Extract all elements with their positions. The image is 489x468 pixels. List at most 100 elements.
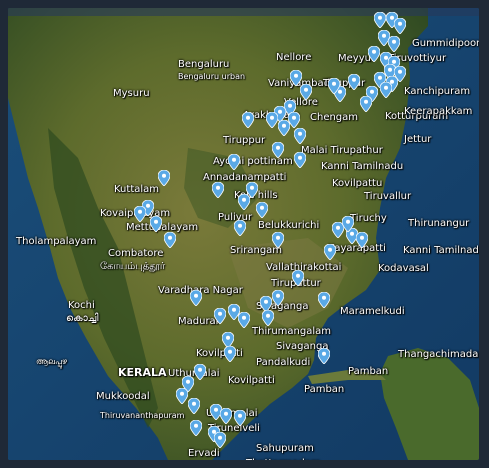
map-pin-icon[interactable]: [212, 182, 224, 198]
map-pin-icon[interactable]: [266, 112, 278, 128]
place-label: Kovilpatti: [196, 348, 243, 359]
map-pin-icon[interactable]: [294, 152, 306, 168]
map-pin-icon[interactable]: [228, 154, 240, 170]
map-pin-icon[interactable]: [294, 128, 306, 144]
place-label: Tirunelveli: [208, 423, 260, 434]
map-pin-icon[interactable]: [288, 112, 300, 128]
place-label: Tiruchy: [350, 213, 387, 224]
place-label: Pandalkudi: [256, 357, 311, 368]
place-label: Kayarapatti: [328, 243, 386, 254]
map-pin-icon[interactable]: [290, 70, 302, 86]
place-label: Malai Tirupathur: [301, 145, 383, 156]
map-pin-icon[interactable]: [214, 308, 226, 324]
place-label: Tiruvallur: [364, 191, 412, 202]
place-label: Mysuru: [113, 88, 150, 99]
place-label: Srirangam: [230, 245, 283, 256]
map-pin-icon[interactable]: [176, 388, 188, 404]
map-pin-icon[interactable]: [210, 404, 222, 420]
map-pin-icon[interactable]: [356, 232, 368, 248]
place-label: Vallathirakottai: [266, 262, 342, 273]
map-pin-icon[interactable]: [194, 364, 206, 380]
place-label: Mettupalayam: [126, 222, 199, 233]
map-pin-icon[interactable]: [318, 292, 330, 308]
map-pin-icon[interactable]: [342, 216, 354, 232]
place-label: Kanni Tamilnadu: [321, 161, 404, 172]
map-pin-icon[interactable]: [278, 120, 290, 136]
map-pin-icon[interactable]: [260, 296, 272, 312]
map-pin-icon[interactable]: [360, 96, 372, 112]
map-pin-icon[interactable]: [134, 206, 146, 222]
place-label: Thattarmadam: [246, 458, 321, 460]
map-pin-icon[interactable]: [224, 346, 236, 362]
place-label: Varadhara Nagar: [158, 285, 243, 296]
place-label: കൊച്ചി: [66, 313, 99, 324]
place-label: Tiruppur: [223, 135, 266, 146]
map-pin-icon[interactable]: [188, 398, 200, 414]
map-pin-icon[interactable]: [346, 228, 358, 244]
western-ghats: [48, 128, 158, 428]
map-pin-icon[interactable]: [374, 12, 386, 28]
place-label: Kolli hills: [234, 190, 278, 201]
place-label: KERALA: [118, 366, 167, 379]
place-label: Bengaluru urban: [178, 72, 246, 81]
map-pin-icon[interactable]: [388, 36, 400, 52]
place-label: Meyyur: [338, 53, 376, 64]
place-label: Uthumalai: [168, 368, 220, 379]
place-label: Pamban: [304, 384, 345, 395]
map-pin-icon[interactable]: [190, 290, 202, 306]
map-pin-icon[interactable]: [300, 84, 312, 100]
map-pin-icon[interactable]: [272, 290, 284, 306]
map-pin-icon[interactable]: [228, 304, 240, 320]
map-pin-icon[interactable]: [214, 432, 226, 448]
place-label: Kanni Tamilnadu: [403, 245, 479, 256]
map-pin-icon[interactable]: [182, 376, 194, 392]
map-pin-icon[interactable]: [348, 74, 360, 90]
map-pin-icon[interactable]: [324, 244, 336, 260]
place-label: Kanchipuram: [404, 86, 471, 97]
map-pin-icon[interactable]: [242, 112, 254, 128]
place-label: Tiruppur: [323, 78, 366, 89]
map-pin-icon[interactable]: [222, 332, 234, 348]
map-pin-icon[interactable]: [272, 142, 284, 158]
map-pin-icon[interactable]: [150, 216, 162, 232]
place-label: Kovilpatti: [228, 375, 275, 386]
map-pin-icon[interactable]: [272, 232, 284, 248]
map-view[interactable]: GummidipoondiTiruvottiyurNelloreMeyyurBe…: [8, 8, 479, 460]
place-label: Thirumangalam: [252, 326, 332, 337]
map-pin-icon[interactable]: [394, 18, 406, 34]
place-label: Sivaganga: [276, 341, 329, 352]
map-pin-icon[interactable]: [158, 170, 170, 186]
terrain-layer: [8, 8, 479, 460]
place-label: Puliyur: [218, 212, 253, 223]
map-pin-icon[interactable]: [292, 270, 304, 286]
map-pin-icon[interactable]: [378, 30, 390, 46]
place-label: Tiruvottiyur: [388, 53, 447, 64]
map-pin-icon[interactable]: [238, 194, 250, 210]
map-pin-icon[interactable]: [328, 78, 340, 94]
map-pin-icon[interactable]: [164, 232, 176, 248]
pamban-island: [308, 370, 386, 384]
place-label: Ervadi: [188, 448, 220, 459]
place-label: Pamban: [348, 366, 389, 377]
place-label: Ayothi pottinam: [213, 156, 293, 167]
place-label: Annadanampatti: [203, 172, 287, 183]
map-pin-icon[interactable]: [234, 220, 246, 236]
place-label: Thangachimadam: [398, 349, 479, 360]
map-pin-icon[interactable]: [380, 82, 392, 98]
map-pin-icon[interactable]: [368, 46, 380, 62]
place-label: Thiruvananthapuram: [100, 411, 185, 420]
map-pin-icon[interactable]: [220, 408, 232, 424]
map-pin-icon[interactable]: [318, 348, 330, 364]
place-label: ആലപ്പുഴ: [36, 357, 67, 366]
map-pin-icon[interactable]: [190, 420, 202, 436]
place-label: கோயம்புத்தூர்: [100, 261, 166, 272]
map-pin-icon[interactable]: [234, 410, 246, 426]
map-pin-icon[interactable]: [238, 312, 250, 328]
map-pin-icon[interactable]: [256, 202, 268, 218]
map-pin-icon[interactable]: [246, 182, 258, 198]
map-pin-icon[interactable]: [262, 310, 274, 326]
place-label: Kochi: [68, 300, 95, 311]
place-label: Kovilpattu: [332, 178, 383, 189]
place-label: Thirunangur: [408, 218, 470, 229]
